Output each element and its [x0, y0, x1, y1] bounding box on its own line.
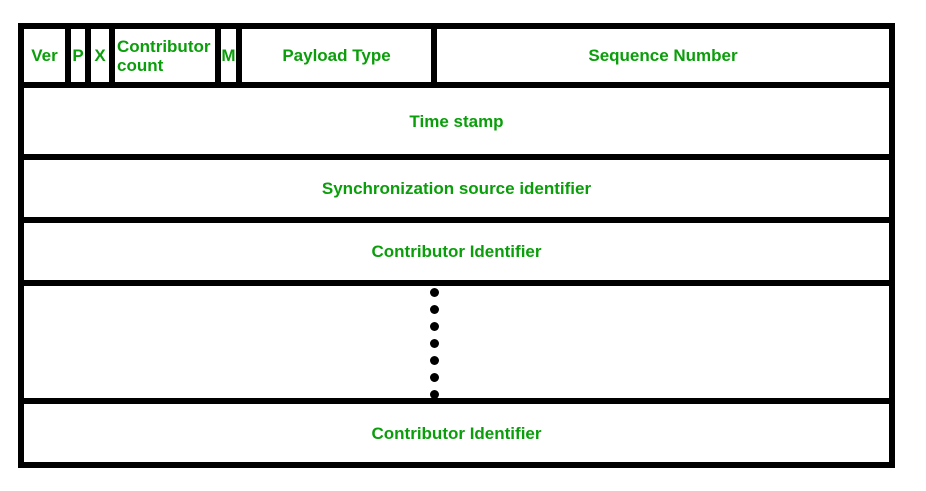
field-cell-contributor-count: Contributor count — [115, 29, 221, 82]
field-label-x: X — [94, 46, 106, 65]
row-label-synchronization-source-identifier: Synchronization source identifier — [321, 179, 592, 198]
field-cell-payload-type: Payload Type — [242, 29, 437, 82]
ellipsis-dot — [430, 339, 439, 348]
ellipsis-dot — [430, 356, 439, 365]
field-label-m: M — [221, 46, 236, 65]
ellipsis-dot — [430, 288, 439, 297]
field-label-p: P — [72, 46, 84, 65]
field-label-sequence-number: Sequence Number — [588, 46, 738, 65]
row-ellipsis — [24, 286, 889, 404]
row-contributor-identifier-2: Contributor Identifier — [24, 404, 889, 462]
field-label-ver: Ver — [31, 46, 58, 65]
row-contributor-identifier-1: Contributor Identifier — [24, 223, 889, 286]
ellipsis-dot — [430, 373, 439, 382]
field-cell-p: P — [71, 29, 91, 82]
ellipsis-dots — [430, 288, 439, 399]
field-cell-m: M — [221, 29, 242, 82]
field-label-contributor-count: Contributor count — [117, 36, 211, 75]
ellipsis-dot — [430, 390, 439, 399]
row-synchronization-source-identifier: Synchronization source identifier — [24, 160, 889, 223]
field-cell-sequence-number: Sequence Number — [437, 29, 889, 82]
packet-format-table: Ver P X Contributor count M Payload Type… — [18, 23, 895, 468]
ellipsis-dot — [430, 322, 439, 331]
field-cell-x: X — [91, 29, 115, 82]
field-cell-ver: Ver — [24, 29, 71, 82]
row-time-stamp: Time stamp — [24, 88, 889, 160]
row-label-time-stamp: Time stamp — [409, 111, 504, 131]
header-row: Ver P X Contributor count M Payload Type… — [24, 29, 889, 88]
ellipsis-dot — [430, 305, 439, 314]
row-label-contributor-identifier-2: Contributor Identifier — [371, 423, 542, 443]
row-label-contributor-identifier-1: Contributor Identifier — [371, 242, 542, 261]
field-label-payload-type: Payload Type — [282, 46, 391, 65]
